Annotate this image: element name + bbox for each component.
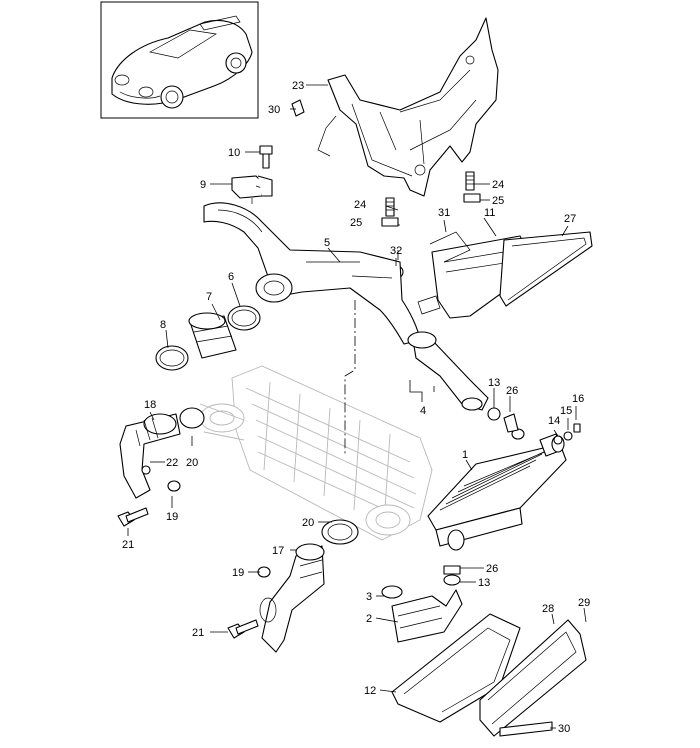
sleeve-7 bbox=[188, 312, 237, 359]
bolt-21 bbox=[117, 507, 259, 639]
label-1: 1 bbox=[462, 449, 468, 461]
upper-bracket bbox=[317, 17, 499, 197]
label-17: 17 bbox=[272, 545, 284, 557]
label-18: 18 bbox=[144, 399, 156, 411]
label-5: 5 bbox=[324, 237, 330, 249]
label-3: 3 bbox=[366, 591, 372, 603]
clamp-8 bbox=[155, 345, 189, 371]
label-24: 24 bbox=[354, 199, 366, 211]
label-13-lower: 13 bbox=[478, 577, 490, 589]
sensor-9 bbox=[231, 175, 273, 204]
label-20-lower: 20 bbox=[302, 517, 314, 529]
label-9: 9 bbox=[200, 179, 206, 191]
label-30: 30 bbox=[268, 104, 280, 116]
label-24-right: 24 bbox=[492, 179, 504, 191]
spring-24 bbox=[385, 171, 475, 217]
clamp-6 bbox=[227, 305, 261, 331]
clamp-20 bbox=[179, 407, 359, 545]
label-32: 32 bbox=[390, 245, 402, 257]
label-19: 19 bbox=[166, 511, 178, 523]
lower-duct-parts bbox=[381, 585, 587, 737]
label-20: 20 bbox=[186, 457, 198, 469]
hose-17 bbox=[259, 543, 325, 653]
fittings-14-16 bbox=[553, 423, 581, 445]
label-30-lower: 30 bbox=[558, 723, 570, 735]
label-2: 2 bbox=[366, 613, 372, 625]
air-duct-11 bbox=[417, 231, 593, 319]
label-28: 28 bbox=[542, 603, 554, 615]
label-22: 22 bbox=[166, 457, 178, 469]
label-19-lower: 19 bbox=[232, 567, 244, 579]
engine-ghost bbox=[199, 365, 433, 541]
label-21-lower: 21 bbox=[192, 627, 204, 639]
label-29: 29 bbox=[578, 597, 590, 609]
label-11: 11 bbox=[484, 207, 495, 219]
label-26: 26 bbox=[506, 385, 518, 397]
bolt-10 bbox=[259, 145, 273, 169]
label-23: 23 bbox=[292, 80, 304, 92]
label-4: 4 bbox=[420, 405, 426, 417]
label-16: 16 bbox=[572, 393, 584, 405]
label-25: 25 bbox=[350, 217, 362, 229]
clip-30 bbox=[291, 99, 305, 117]
label-26-lower: 26 bbox=[486, 563, 498, 575]
part-number-labels: 23 30 10 9 5 6 7 8 18 20 22 19 21 19 17 … bbox=[122, 80, 590, 735]
label-15: 15 bbox=[560, 405, 572, 417]
small-parts-19-22 bbox=[141, 465, 271, 578]
label-7: 7 bbox=[206, 291, 212, 303]
leader-lines bbox=[127, 84, 587, 729]
label-12: 12 bbox=[364, 685, 376, 697]
label-14: 14 bbox=[548, 415, 560, 427]
label-13: 13 bbox=[488, 377, 500, 389]
label-6: 6 bbox=[228, 271, 234, 283]
label-27: 27 bbox=[564, 213, 576, 225]
car-thumbnail-icon bbox=[100, 1, 259, 119]
label-25-right: 25 bbox=[492, 195, 504, 207]
charge-pipe-5 bbox=[203, 202, 421, 345]
label-21: 21 bbox=[122, 539, 134, 551]
hose-18 bbox=[119, 413, 181, 499]
intercooler-1 bbox=[427, 428, 567, 551]
nut-25 bbox=[381, 193, 481, 227]
label-8: 8 bbox=[160, 319, 166, 331]
gaskets-13-26 bbox=[443, 407, 519, 586]
label-10: 10 bbox=[228, 147, 240, 159]
hose-4 bbox=[407, 331, 489, 411]
label-31: 31 bbox=[438, 207, 450, 219]
